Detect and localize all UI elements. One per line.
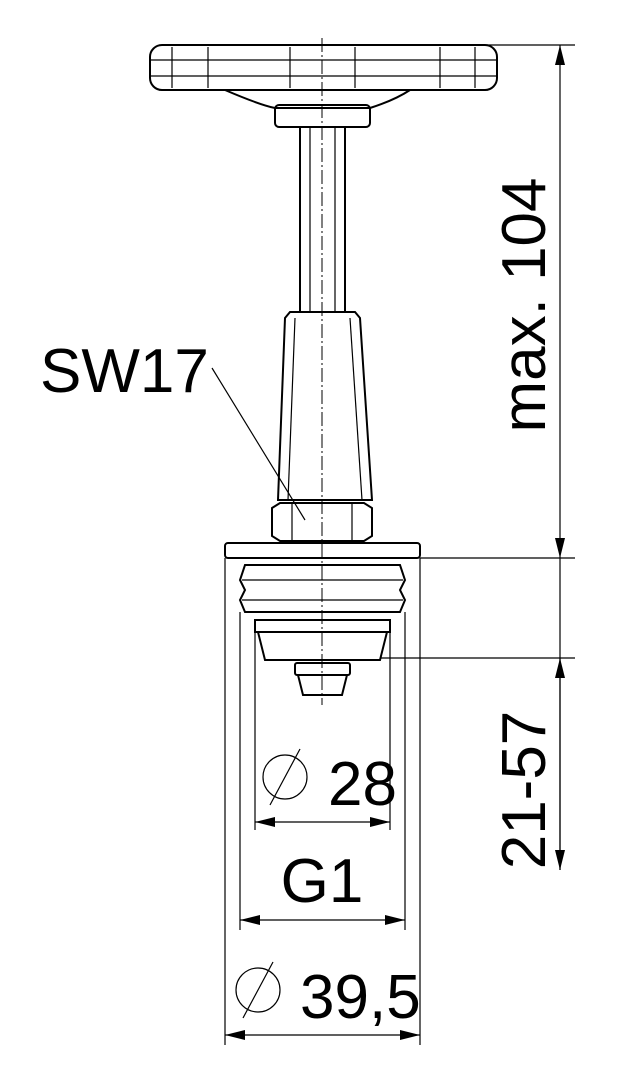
adjust-range-label: 21-57 — [490, 711, 559, 870]
spindle — [299, 128, 346, 312]
outer-diameter-label: 39,5 — [300, 963, 421, 1032]
height-max-label: max. 104 — [490, 177, 559, 432]
wrench-size-label: SW17 — [40, 337, 209, 406]
diameter-icon — [235, 961, 281, 1019]
handwheel — [149, 44, 498, 128]
flange — [224, 542, 421, 559]
thread-label: G1 — [281, 847, 364, 916]
diameter-icon — [262, 748, 308, 806]
leader-line — [211, 367, 306, 521]
thread-section — [238, 564, 407, 613]
inner-diameter-label: 28 — [328, 750, 397, 819]
hex-nut — [271, 502, 373, 542]
valve-body — [224, 311, 421, 696]
